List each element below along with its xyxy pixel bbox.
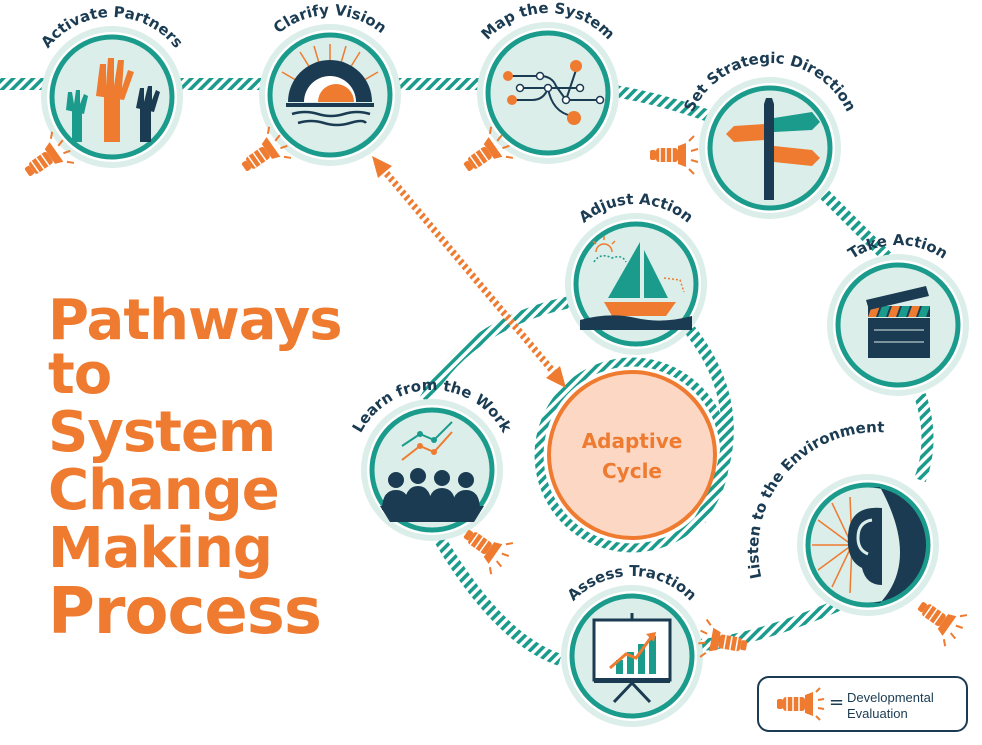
title-line-3: System	[48, 400, 276, 465]
title-line-6: Process	[48, 575, 322, 649]
stage-learn-from-the-work: Learn from the Work	[349, 376, 518, 578]
adaptive-cycle-line2: Cycle	[602, 459, 662, 483]
title-line-5: Making	[48, 516, 273, 581]
stage-take-action: Take Action	[827, 231, 969, 396]
title-line-1: Pathways	[48, 288, 343, 353]
legend-text: Developmental Evaluation	[847, 690, 934, 722]
stage-adjust-action: Adjust Action	[565, 190, 707, 355]
adaptive-cycle: Adaptive Cycle	[547, 370, 717, 540]
network-icon	[503, 60, 605, 125]
flashlight-icon	[777, 687, 825, 721]
stage-activate-partners: Activate Partners	[15, 3, 187, 190]
flashlight-icon	[649, 135, 699, 175]
stage-listen-to-environment: Listen to the Environment	[744, 418, 972, 650]
legend-equals: =	[829, 692, 845, 713]
stage-assess-traction: Assess Traction	[561, 562, 751, 727]
page-title: Pathways to System Change Making Process	[48, 288, 343, 649]
title-line-4: Change	[48, 458, 280, 523]
legend: = Developmental Evaluation	[757, 676, 968, 732]
legend-line-2: Evaluation	[847, 706, 908, 721]
flashlight-icon	[908, 588, 972, 650]
presentation-chart-icon	[592, 613, 672, 704]
legend-line-1: Developmental	[847, 690, 934, 705]
title-line-2: to	[48, 342, 112, 407]
adaptive-cycle-line1: Adaptive	[582, 429, 683, 453]
signpost-icon	[726, 98, 820, 200]
vision-cycle-arrow	[372, 156, 566, 388]
sailboat-icon	[580, 236, 692, 330]
audience-chart-icon	[380, 421, 484, 522]
raised-hands-icon	[66, 58, 160, 142]
sunrise-icon	[281, 44, 379, 127]
ear-icon	[812, 487, 926, 603]
stage-map-the-system: Map the System	[454, 0, 619, 185]
stage-clarify-vision: Clarify Vision	[232, 1, 401, 185]
clapperboard-icon	[866, 286, 930, 358]
